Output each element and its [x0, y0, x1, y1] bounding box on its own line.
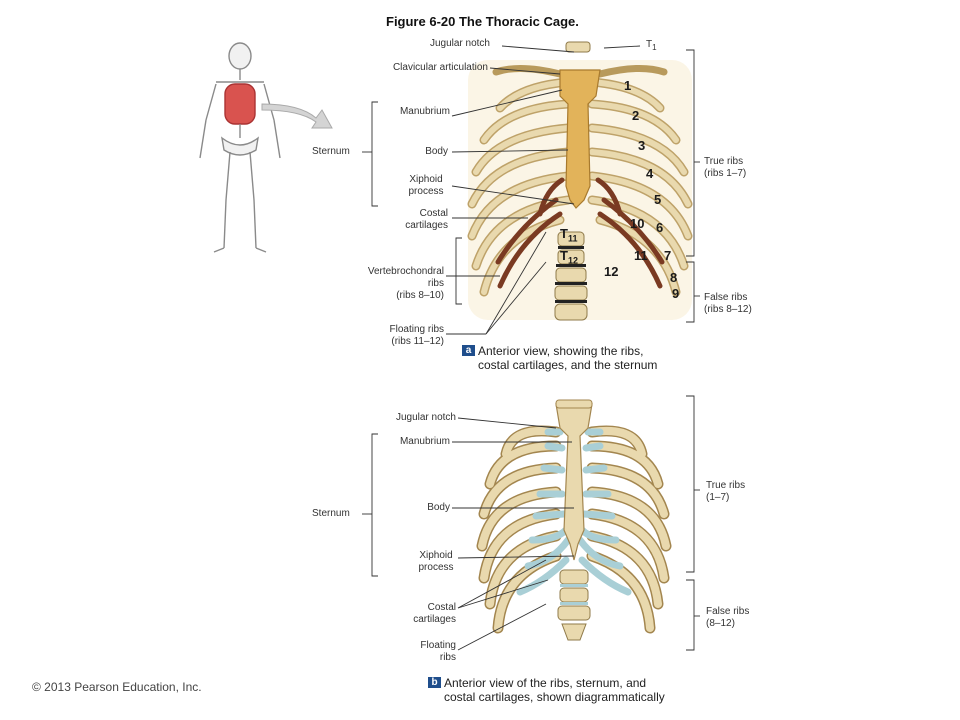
- copyright-notice: © 2013 Pearson Education, Inc.: [32, 680, 202, 694]
- label-manubrium-b: Manubrium: [399, 436, 450, 447]
- label-costal-cartilages-a: Costal cartilages: [405, 208, 448, 231]
- label-body-a: Body: [425, 146, 448, 157]
- badge-a: a: [462, 345, 475, 356]
- caption-b-text: Anterior view of the ribs, sternum, and …: [444, 676, 665, 704]
- label-manubrium-a: Manubrium: [399, 106, 450, 117]
- label-clavicular-articulation: Clavicular articulation: [392, 62, 488, 73]
- skeleton-thumbnail: [199, 42, 281, 253]
- label-vertebrochondral-ribs: Vertebrochondral ribs (ribs 8–10): [367, 266, 444, 301]
- label-xiphoid-process-b: Xiphoid process: [418, 550, 454, 573]
- label-true-ribs-a: True ribs (ribs 1–7): [704, 156, 747, 179]
- label-xiphoid-process-a: Xiphoid process: [408, 174, 444, 197]
- rib-number-5: 5: [654, 192, 662, 207]
- leader-lines-b: [362, 395, 700, 651]
- badge-b: b: [428, 677, 441, 688]
- label-true-ribs-b: True ribs (1–7): [706, 480, 746, 503]
- rib-number-9: 9: [672, 286, 680, 301]
- rib-number-11: 11: [634, 248, 648, 263]
- rib-cage-a: [467, 41, 693, 321]
- label-floating-ribs-a: Floating ribs (ribs 11–12): [389, 324, 444, 347]
- rib-number-8: 8: [670, 270, 678, 285]
- label-sternum-a: Sternum: [312, 146, 350, 157]
- leader-lines-a: [362, 45, 700, 335]
- rib-number-6: 6: [656, 220, 664, 235]
- rib-number-4: 4: [646, 166, 654, 181]
- rib-number-7: 7: [664, 248, 672, 263]
- label-t12: T12: [560, 248, 578, 266]
- label-false-ribs-b: False ribs (8–12): [706, 606, 750, 629]
- label-jugular-notch-b: Jugular notch: [395, 412, 456, 423]
- rib-number-1: 1: [624, 78, 632, 93]
- label-floating-ribs-b: Floating ribs: [420, 640, 456, 663]
- zoom-arrow: [261, 103, 333, 129]
- rib-number-12: 12: [604, 264, 619, 279]
- rib-cage-b: [476, 399, 672, 641]
- rib-number-3: 3: [638, 138, 646, 153]
- label-body-b: Body: [427, 502, 450, 513]
- caption-a-text: Anterior view, showing the ribs, costal …: [478, 344, 658, 372]
- label-sternum-b: Sternum: [312, 508, 350, 519]
- label-costal-cartilages-b: Costal cartilages: [413, 602, 456, 625]
- label-jugular-notch-a: Jugular notch: [429, 38, 490, 49]
- rib-number-2: 2: [632, 108, 640, 123]
- figure-title: Figure 6-20 The Thoracic Cage.: [386, 14, 579, 29]
- label-t11: T11: [560, 226, 578, 244]
- label-false-ribs-a: False ribs (ribs 8–12): [704, 292, 752, 315]
- label-t1: T1: [646, 39, 657, 52]
- rib-number-10: 10: [630, 216, 645, 231]
